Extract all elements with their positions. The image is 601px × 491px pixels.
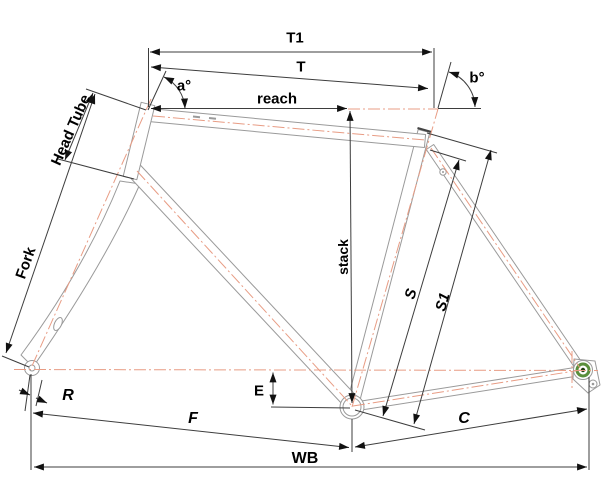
label-stack: stack <box>335 239 351 275</box>
dim-angle-a-arc <box>163 76 189 109</box>
dim-r-arrow-left <box>18 387 31 396</box>
label-r: R <box>62 387 74 404</box>
label-angle-b: b° <box>469 69 485 87</box>
cable-port <box>208 117 217 120</box>
dim-s1 <box>413 149 492 425</box>
dim-t <box>150 64 429 92</box>
dim-angle-b-arc <box>448 71 479 108</box>
cable-port <box>192 115 201 119</box>
dim-f <box>32 410 350 450</box>
fork-blade <box>20 180 141 368</box>
down-tube <box>127 164 360 410</box>
dim-fork <box>5 93 96 354</box>
label-reach: reach <box>256 90 298 108</box>
dimension-lines <box>5 48 588 471</box>
seat-cluster-bolt-dot <box>442 171 444 173</box>
label-f: F <box>188 410 198 427</box>
steering-axis-centerline <box>31 98 152 367</box>
dim-c <box>354 407 588 449</box>
axle-centerline <box>13 369 599 371</box>
dim-s <box>382 159 460 417</box>
seat-tube-centerline <box>351 108 439 408</box>
seat-tube-cap <box>417 127 432 133</box>
label-wb: WB <box>291 450 319 467</box>
top-tube <box>147 108 427 148</box>
label-t: T <box>296 58 306 76</box>
down-tube-centerline <box>136 170 353 407</box>
seat-tube <box>345 129 431 409</box>
top-tube-centerline <box>152 115 426 141</box>
seat-stay <box>425 144 586 372</box>
dim-stack <box>346 110 356 404</box>
head-tube <box>122 101 156 181</box>
label-e: E <box>253 382 265 400</box>
label-angle-a: a° <box>176 77 192 95</box>
derailleur-hanger-dot <box>591 382 595 386</box>
label-t1: T1 <box>286 29 304 47</box>
front-axle-inner <box>28 364 36 372</box>
frame-tubes <box>20 101 601 420</box>
label-c: C <box>458 410 470 427</box>
dim-r-arrow-right <box>35 395 48 404</box>
